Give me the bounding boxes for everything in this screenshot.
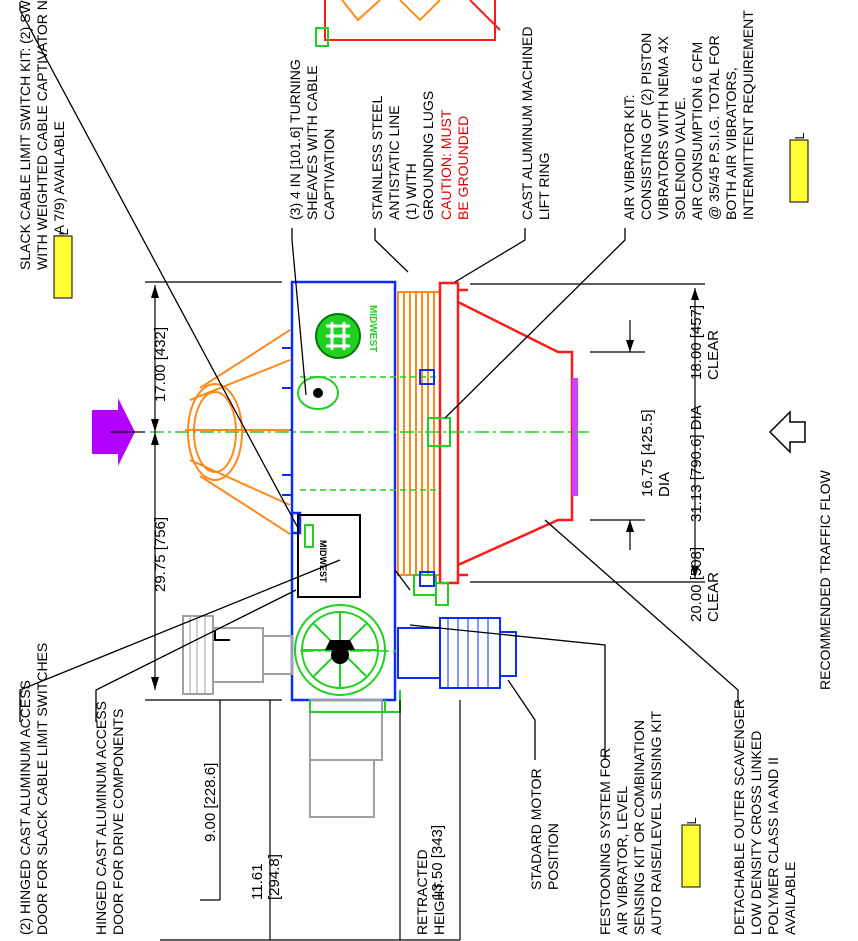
midwest-logo [315, 313, 361, 359]
bellows [397, 291, 441, 576]
label-traffic-flow: RECOMMENDED TRAFFIC FLOW [817, 469, 833, 690]
top-bellows-detail [341, 0, 441, 22]
label-retracted-height: RETRACTEDHEIGHT [414, 849, 447, 935]
label-antistatic: STAINLESS STEELANTISTATIC LINE(1) WITHGR… [369, 91, 436, 220]
housing-bolts [282, 347, 292, 496]
dim-1161: 11.61[294.8] [249, 854, 283, 900]
dimension-lines [110, 281, 705, 941]
centerlines [150, 431, 590, 652]
leader-lines [19, 2, 739, 760]
vibrator-blue [419, 369, 435, 587]
motor-gray [182, 615, 383, 818]
dim-3113: 31.13 [790.6] DIA [688, 405, 705, 522]
label-motor-position: STADARD MOTORPOSITION [528, 768, 561, 890]
motor-blue [397, 617, 517, 689]
label-caution: CAUTION: MUSTBE GROUNDED [438, 109, 471, 220]
label-scavenger: DETACHABLE OUTER SCAVENGERLOW DENSITY CR… [731, 699, 798, 935]
dim-17: 17.00 [432] [152, 327, 169, 402]
label-turning-sheaves: (3) 4 IN [101.6] TURNINGSHEAVES WITH CAB… [287, 59, 337, 220]
dim-135: 13.50 [343] [429, 825, 446, 900]
label-festooning: FESTOONING SYSTEM FORAIR VIBRATOR, LEVEL… [597, 710, 664, 935]
air-vibrator [413, 417, 451, 606]
dim-18: 18.00 [457]CLEAR [688, 305, 722, 380]
dimension-arrows [151, 285, 699, 690]
outer-cone [438, 281, 574, 585]
access-door [297, 514, 361, 598]
dim-1675: 16.75 [425.5]DIA [639, 409, 673, 497]
motor-gray-lines [189, 616, 206, 694]
label-hinged-drive: HINGED CAST ALUMINUM ACCESSDOOR FOR DRIV… [93, 701, 126, 935]
label-slack-cable: SLACK CABLE LIMIT SWITCH KIT: (2) SWITCH… [17, 0, 67, 270]
door-logo-text: MIDWEST [318, 540, 328, 583]
outer-scavenger [572, 378, 578, 496]
label-air-vibrator: AIR VIBRATOR KIT:CONSISTING OF (2) PISTO… [621, 10, 756, 220]
traffic-flow-arrow [768, 410, 806, 454]
turning-sheave [297, 376, 339, 410]
top-red-detail [324, 0, 501, 41]
dim-9: 9.00 [228.6] [202, 763, 219, 842]
midwest-logo-text: MIDWEST [367, 305, 378, 352]
label-lift-ring: CAST ALUMINUM MACHINEDLIFT RING [519, 27, 552, 220]
optional-boxes [53, 139, 809, 888]
dim-20: 20.00 [508]CLEAR [688, 547, 722, 622]
motor-blue-fins [447, 618, 489, 688]
label-hinged-slack: (2) HINGED CAST ALUMINUM ACCESSDOOR FOR … [17, 643, 50, 935]
inlet-spout [185, 329, 291, 535]
dim-2975: 29.75 [756] [152, 517, 169, 592]
